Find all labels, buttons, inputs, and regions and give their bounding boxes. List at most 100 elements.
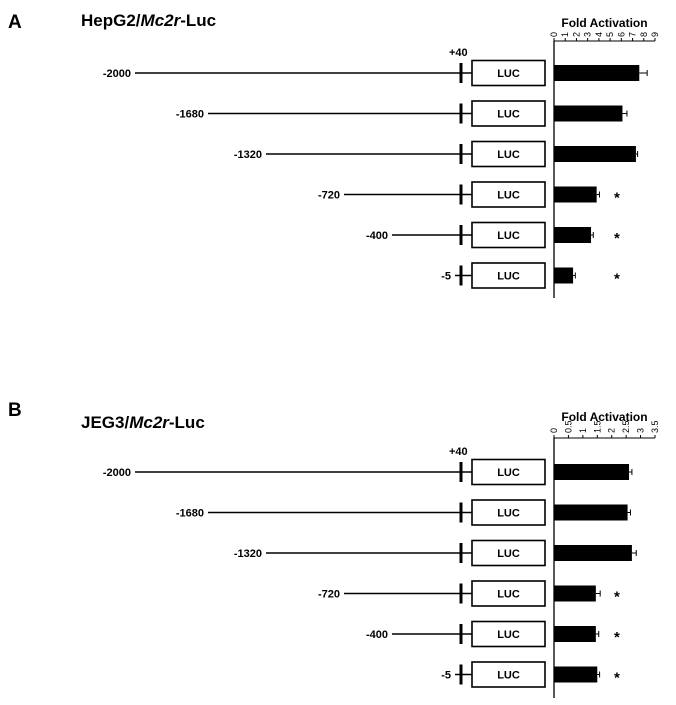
x-tick-label: 2 — [607, 428, 617, 433]
x-tick-label: 3 — [636, 428, 646, 433]
bar — [554, 504, 628, 521]
panel-title: JEG3/Mc2r-Luc — [81, 413, 205, 432]
luc-label: LUC — [497, 230, 520, 242]
start-position-label: -5 — [441, 271, 451, 283]
bar — [554, 585, 596, 602]
x-tick-label: 0 — [549, 32, 559, 37]
luc-box — [471, 59, 546, 87]
construct-row: -1320 LUC — [234, 140, 639, 168]
luc-label: LUC — [497, 548, 520, 560]
construct-row: -400 LUC * — [366, 221, 620, 249]
axis-title: Fold Activation — [561, 16, 647, 30]
start-position-label: -1320 — [234, 548, 262, 560]
x-tick-label: 4 — [594, 32, 604, 37]
luc-label: LUC — [497, 271, 520, 283]
x-tick-label: 7 — [628, 32, 638, 37]
panel-title: HepG2/Mc2r-Luc — [81, 11, 216, 30]
x-tick-label: 0 — [549, 428, 559, 433]
x-tick-label: 1 — [560, 32, 570, 37]
start-position-label: -5 — [441, 670, 451, 682]
bar — [554, 545, 632, 561]
start-position-label: -400 — [366, 629, 388, 641]
x-tick-label: 0.5 — [563, 420, 573, 433]
tss-label: +40 — [449, 47, 468, 59]
construct-row: -2000 LUC — [103, 59, 648, 87]
construct-row: -5 LUC * — [441, 262, 620, 289]
luc-box — [471, 499, 546, 526]
panel-letter: A — [8, 12, 22, 33]
luc-box — [471, 580, 546, 607]
x-tick-label: 1 — [578, 428, 588, 433]
bar — [554, 65, 640, 81]
significance-marker: * — [614, 670, 620, 687]
title-suffix: -Luc — [180, 11, 216, 30]
title-suffix: -Luc — [169, 413, 205, 432]
title-gene: Mc2r — [141, 11, 182, 30]
x-tick-label: 1.5 — [592, 420, 602, 433]
x-tick-label: 2.5 — [621, 420, 631, 433]
luc-box — [471, 539, 546, 567]
luc-label: LUC — [497, 508, 520, 520]
construct-row: -2000 LUC — [103, 458, 633, 486]
bar — [554, 626, 596, 642]
x-tick-label: 5 — [605, 32, 615, 37]
construct-row: -400 LUC * — [366, 620, 620, 648]
construct-row: -720 LUC * — [318, 181, 620, 208]
axis-title: Fold Activation — [561, 410, 647, 424]
bar — [554, 267, 574, 284]
luc-box — [471, 262, 546, 289]
panel-letter: B — [8, 400, 22, 421]
bar — [554, 146, 636, 162]
significance-marker: * — [614, 629, 620, 646]
start-position-label: -1680 — [176, 109, 204, 121]
significance-marker: * — [614, 589, 620, 606]
construct-row: -1680 LUC — [176, 499, 631, 526]
luc-box — [471, 100, 546, 127]
luc-label: LUC — [497, 68, 520, 80]
x-tick-label: 3.5 — [650, 420, 660, 433]
start-position-label: -400 — [366, 230, 388, 242]
x-tick-label: 3 — [583, 32, 593, 37]
tss-label: +40 — [449, 446, 468, 458]
start-position-label: -1680 — [176, 508, 204, 520]
x-tick-label: 8 — [639, 32, 649, 37]
start-position-label: -2000 — [103, 467, 131, 479]
luc-label: LUC — [497, 467, 520, 479]
luc-box — [471, 661, 546, 688]
luc-box — [471, 620, 546, 648]
significance-marker: * — [614, 271, 620, 288]
bar — [554, 186, 597, 203]
luc-label: LUC — [497, 190, 520, 202]
construct-row: -1320 LUC — [234, 539, 637, 567]
title-prefix: HepG2/ — [81, 11, 141, 30]
start-position-label: -1320 — [234, 149, 262, 161]
start-position-label: -720 — [318, 190, 340, 202]
luc-box — [471, 458, 546, 486]
bar — [554, 666, 598, 683]
title-gene: Mc2r — [129, 413, 170, 432]
start-position-label: -2000 — [103, 68, 131, 80]
luc-box — [471, 181, 546, 208]
significance-marker: * — [614, 190, 620, 207]
x-tick-label: 2 — [571, 32, 581, 37]
bar — [554, 227, 592, 243]
luc-box — [471, 221, 546, 249]
luc-box — [471, 140, 546, 168]
x-tick-label: 6 — [616, 32, 626, 37]
bar — [554, 464, 630, 480]
x-tick-label: 9 — [650, 32, 660, 37]
luc-label: LUC — [497, 670, 520, 682]
luc-label: LUC — [497, 589, 520, 601]
luc-label: LUC — [497, 109, 520, 121]
luc-label: LUC — [497, 629, 520, 641]
significance-marker: * — [614, 230, 620, 247]
bar — [554, 105, 623, 122]
title-prefix: JEG3/ — [81, 413, 129, 432]
luc-label: LUC — [497, 149, 520, 161]
construct-row: -720 LUC * — [318, 580, 620, 607]
construct-row: -1680 LUC — [176, 100, 628, 127]
start-position-label: -720 — [318, 589, 340, 601]
